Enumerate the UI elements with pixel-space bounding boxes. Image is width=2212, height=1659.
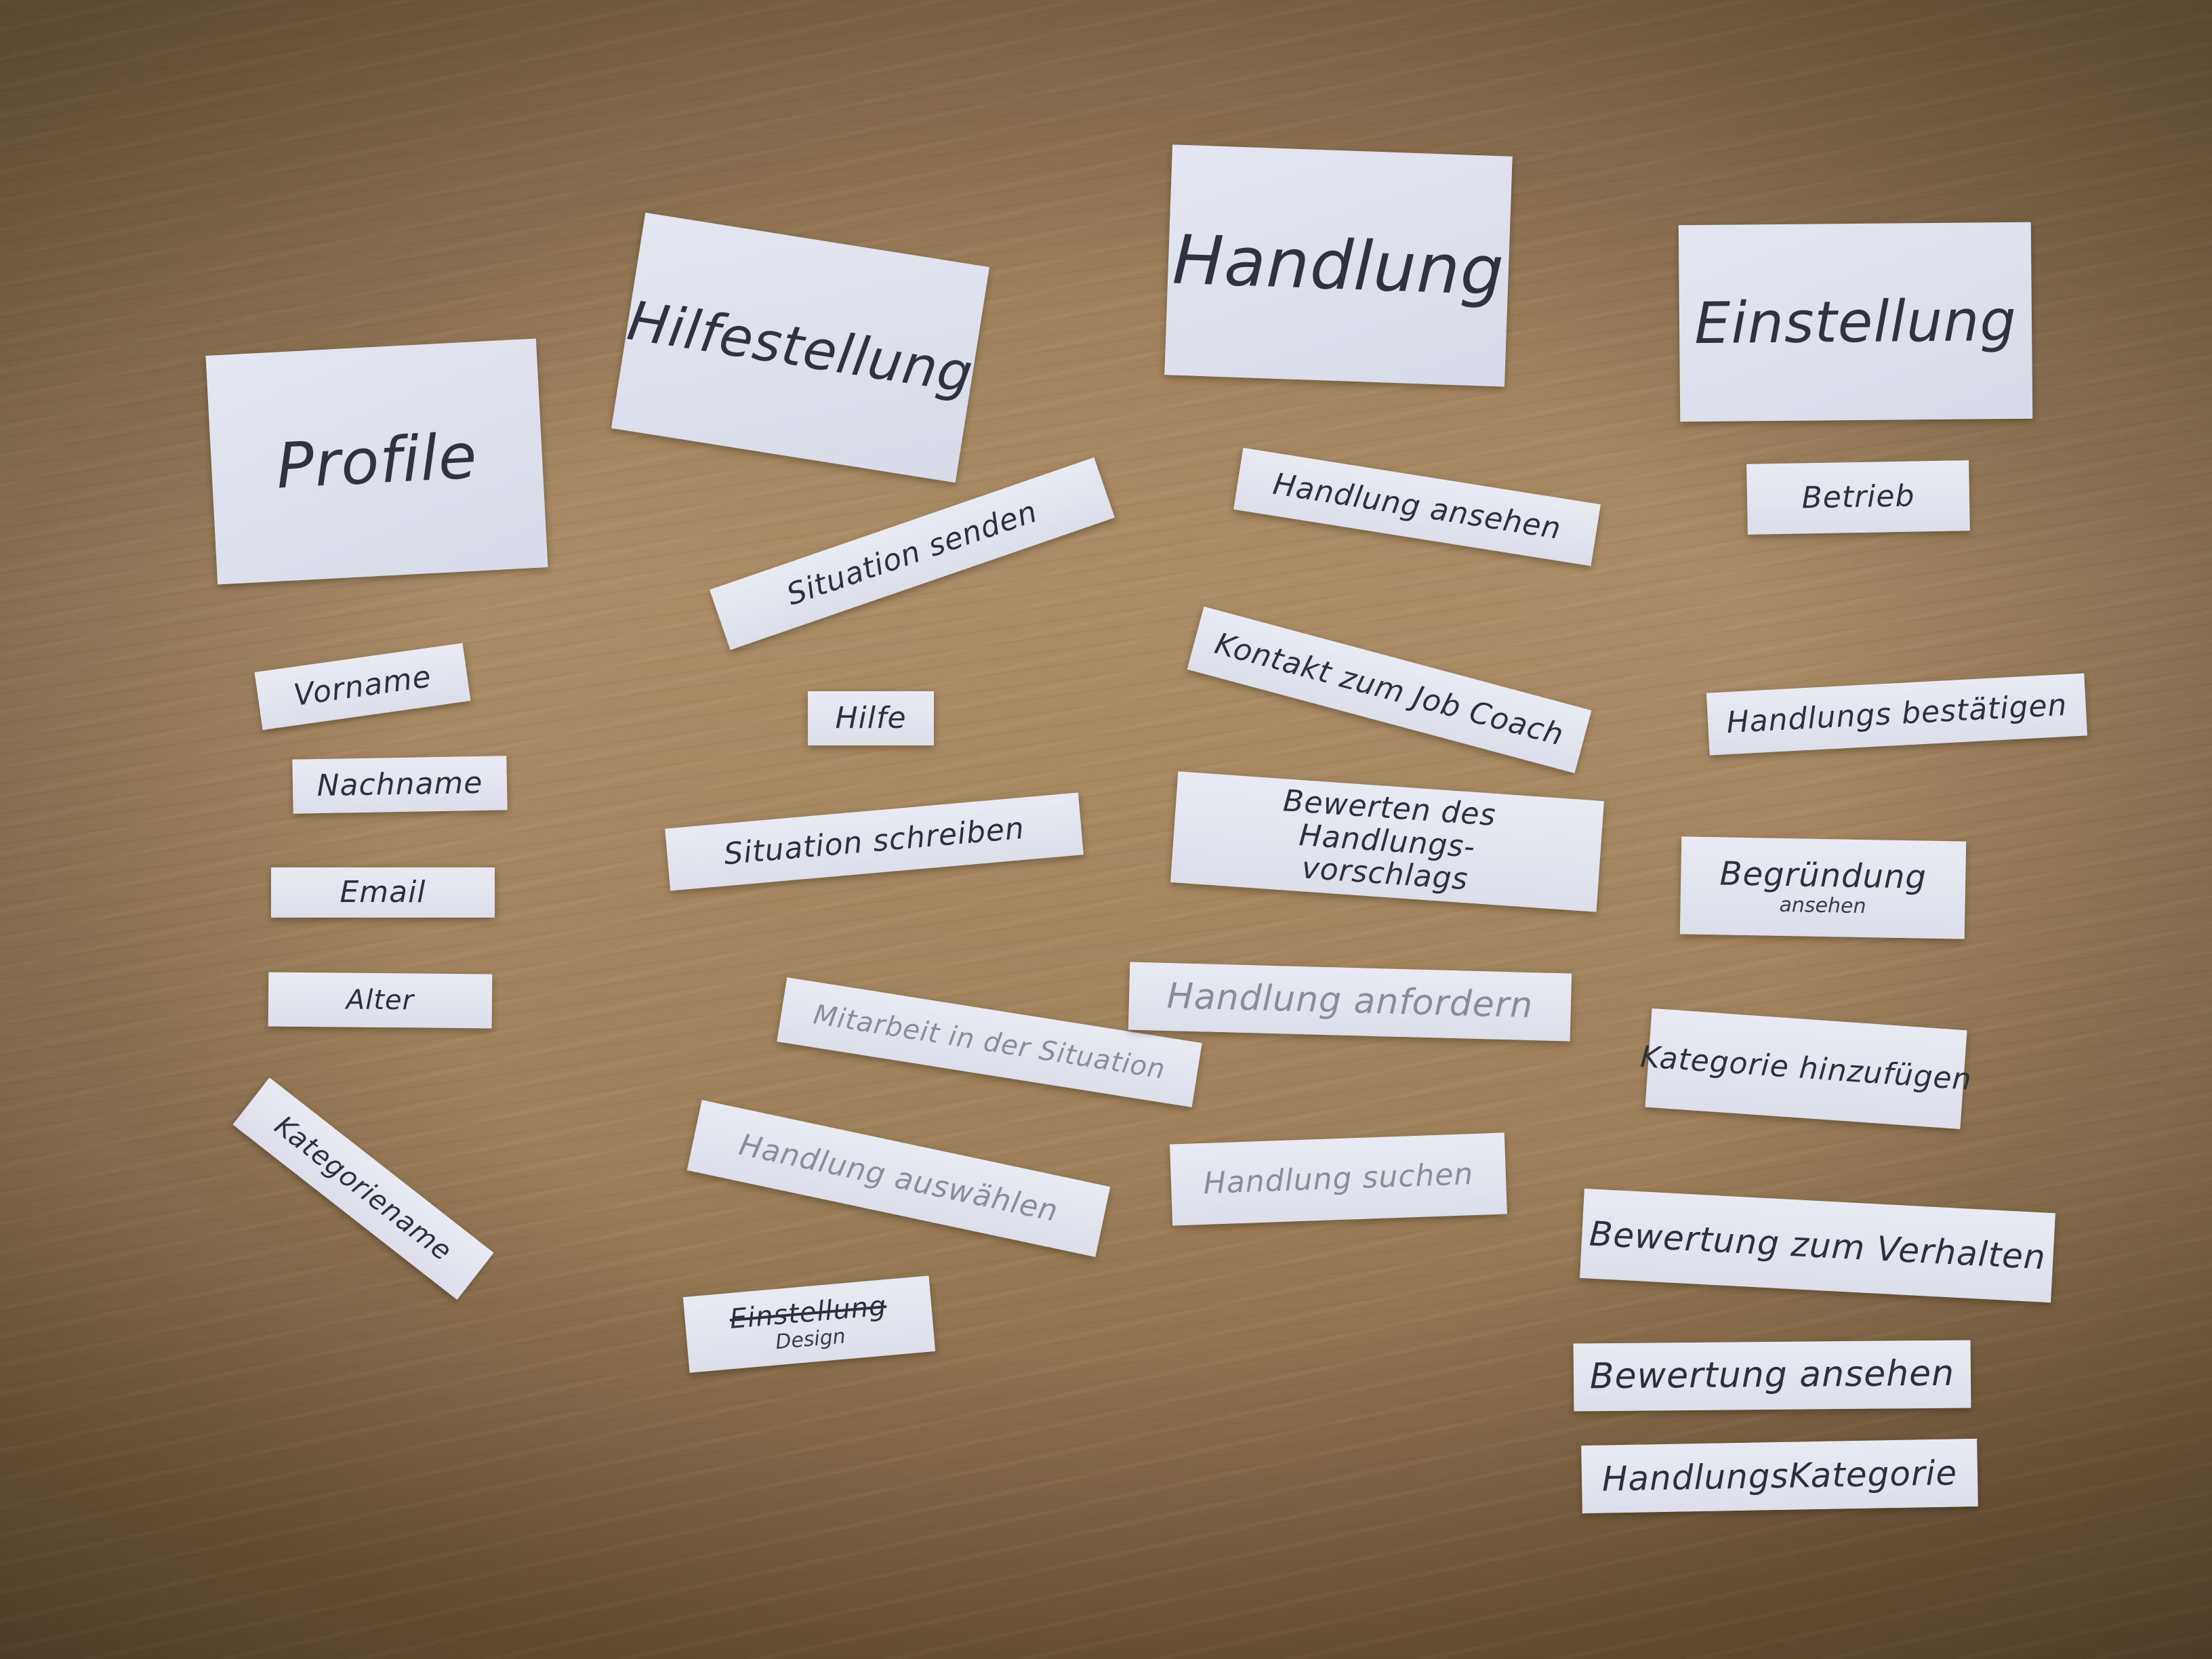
strip-email-text: Email [340, 874, 426, 909]
card-einstellung-header: Einstellung [1678, 222, 2033, 422]
strip-bewertung-ansehen-text: Bewertung ansehen [1589, 1353, 1955, 1397]
strip-situation-schreiben: Situation schreiben [665, 792, 1084, 891]
strip-handlung-anfordern-text: Handlung anfordern [1166, 976, 1534, 1027]
strip-kategoriename-text: Kategoriename [268, 1109, 458, 1268]
strip-vorname-text: Vorname [291, 659, 434, 713]
strip-email: Email [271, 867, 495, 918]
strip-handlung-bestaetigen-text: Handlungs bestätigen [1725, 687, 2068, 740]
strip-handlung-suchen: Handlung suchen [1170, 1132, 1507, 1226]
strip-hilfe-text: Hilfe [835, 700, 907, 735]
strip-kategoriename: Kategoriename [232, 1078, 494, 1300]
strip-alter-text: Alter [346, 984, 415, 1017]
strip-begruendung-note-text: ansehen [1779, 893, 1866, 919]
strip-situation-schreiben-text: Situation schreiben [722, 811, 1026, 872]
strip-bewertung-verhalten-text: Bewertung zum Verhalten [1588, 1213, 2047, 1277]
strip-handlung-bestaetigen: Handlungs bestätigen [1706, 673, 2088, 756]
strip-kategorie-hinzufuegen-text: Kategorie hinzufügen [1639, 1039, 1973, 1097]
strip-situation-senden: Situation senden [710, 457, 1115, 651]
strip-begruendung-text: Begründung [1719, 855, 1927, 897]
strip-kategorie-hinzufuegen: Kategorie hinzufügen [1639, 1008, 1973, 1130]
strip-bewertung-verhalten: Bewertung zum Verhalten [1580, 1188, 2055, 1303]
strip-betrieb: Betrieb [1746, 460, 1970, 535]
card-hilfestellung-header-text: Hilfestellung [623, 289, 978, 406]
strip-handlung-ansehen: Handlung ansehen [1233, 447, 1601, 567]
strip-mitarbeit-situation-text: Mitarbeit in der Situation [811, 999, 1168, 1086]
strip-handlung-auswaehlen-text: Handlung auswählen [736, 1127, 1061, 1229]
strip-handlungs-kategorie: HandlungsKategorie [1581, 1438, 1978, 1514]
card-einstellung-header-text: Einstellung [1694, 287, 2018, 356]
strip-hilfe: Hilfe [808, 691, 934, 745]
strip-betrieb-text: Betrieb [1801, 478, 1915, 516]
strip-begruendung-ansehen: Begründung ansehen [1679, 836, 1967, 939]
strip-bewerten-vorschlag-text: Bewerten des Handlungs-vorschlags [1282, 783, 1498, 897]
strip-handlung-suchen-text: Handlung suchen [1202, 1156, 1475, 1201]
strip-nachname: Nachname [292, 756, 508, 814]
card-handlung-header: Handlung [1164, 144, 1513, 387]
card-profile-header: Profile [205, 338, 548, 585]
strip-situation-senden-text: Situation senden [782, 494, 1042, 613]
strip-design-text: Design [774, 1324, 847, 1354]
card-hilfestellung-header: Hilfestellung [611, 212, 990, 483]
strip-handlung-anfordern: Handlung anfordern [1128, 962, 1572, 1042]
strip-bewertung-ansehen: Bewertung ansehen [1573, 1340, 1971, 1412]
strip-kontakt-jobcoach-text: Kontakt zum Job Coach [1211, 626, 1568, 753]
card-handlung-header-text: Handlung [1171, 220, 1506, 311]
strip-handlung-auswaehlen: Handlung auswählen [687, 1100, 1111, 1257]
strip-einstellung-design: Einstellung Design [682, 1275, 936, 1373]
card-profile-header-text: Profile [274, 419, 479, 504]
strip-bewerten-vorschlag: Bewerten des Handlungs-vorschlags [1170, 771, 1604, 912]
strip-handlungs-kategorie-text: HandlungsKategorie [1601, 1452, 1958, 1499]
strip-handlung-ansehen-text: Handlung ansehen [1271, 466, 1564, 547]
strip-nachname-text: Nachname [316, 765, 483, 803]
strip-vorname: Vorname [254, 642, 471, 731]
strip-alter: Alter [268, 972, 493, 1029]
strip-kontakt-jobcoach: Kontakt zum Job Coach [1187, 607, 1592, 773]
